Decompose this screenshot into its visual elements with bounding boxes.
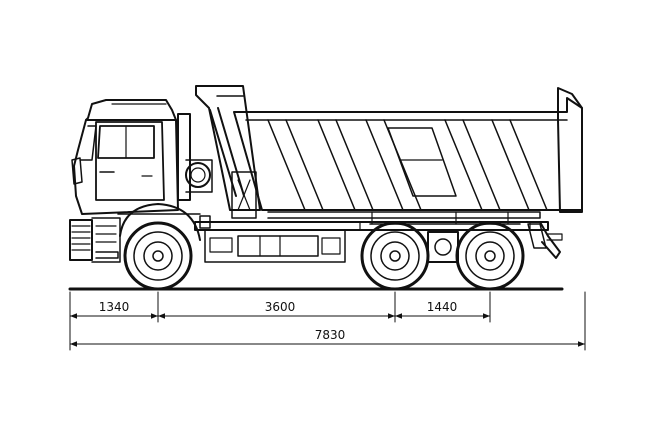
- rear-wheel-rear-axle: [455, 221, 525, 291]
- dim-front-overhang: 1340: [99, 300, 130, 314]
- chassis-frame: [194, 107, 563, 263]
- fuel-tank: [199, 215, 211, 229]
- dim-tandem-spacing: 1440: [427, 300, 458, 314]
- dim-overall-length: 7830: [315, 328, 346, 342]
- dim-wheelbase: 3600: [265, 300, 296, 314]
- cab: [69, 99, 213, 263]
- front-wheel: [123, 221, 193, 291]
- dump-body: [195, 85, 583, 225]
- tandem-suspension: [359, 221, 531, 263]
- dimension-lines: [69, 291, 586, 351]
- rear-wheel-front-axle: [360, 221, 430, 291]
